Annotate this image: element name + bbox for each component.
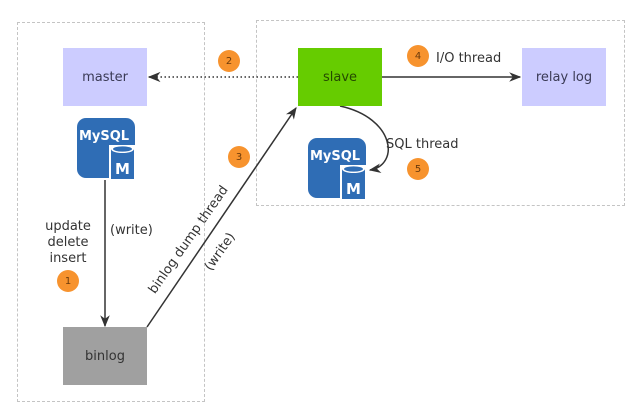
master-node: master [63, 48, 147, 106]
mysql-master-icon: MySQL M [77, 118, 137, 180]
master-label: master [82, 69, 128, 85]
operation-update: update [45, 219, 91, 234]
step-badge-4: 4 [407, 45, 429, 67]
relay-log-node: relay log [522, 48, 606, 106]
slave-group-box [256, 20, 625, 206]
mysql-slave-text: MySQL [310, 149, 360, 164]
step-badge-3: 3 [228, 146, 250, 168]
io-thread-label: I/O thread [436, 51, 502, 66]
step-badge-1: 1 [57, 270, 79, 292]
operation-delete: delete [47, 235, 89, 250]
relay-log-label: relay log [535, 69, 593, 85]
mysql-master-text: MySQL [79, 129, 129, 144]
mysql-slave-letter: M [346, 180, 361, 198]
operations-label: update delete insert [40, 219, 96, 267]
master-group-box [17, 22, 205, 402]
mysql-slave-icon: MySQL M [308, 138, 368, 200]
slave-node: slave [298, 48, 382, 106]
binlog-label: binlog [85, 348, 125, 364]
sql-thread-label: SQL thread [386, 137, 459, 152]
step-badge-2: 2 [218, 50, 240, 72]
operation-insert: insert [49, 251, 87, 266]
binlog-node: binlog [63, 327, 147, 385]
step-badge-5: 5 [407, 158, 429, 180]
slave-label: slave [322, 69, 358, 85]
sql-thread-arrow [339, 105, 389, 173]
binlog-dump-thread-arrow [146, 107, 297, 328]
mysql-master-letter: M [115, 160, 130, 178]
write-master-label: (write) [110, 223, 153, 238]
